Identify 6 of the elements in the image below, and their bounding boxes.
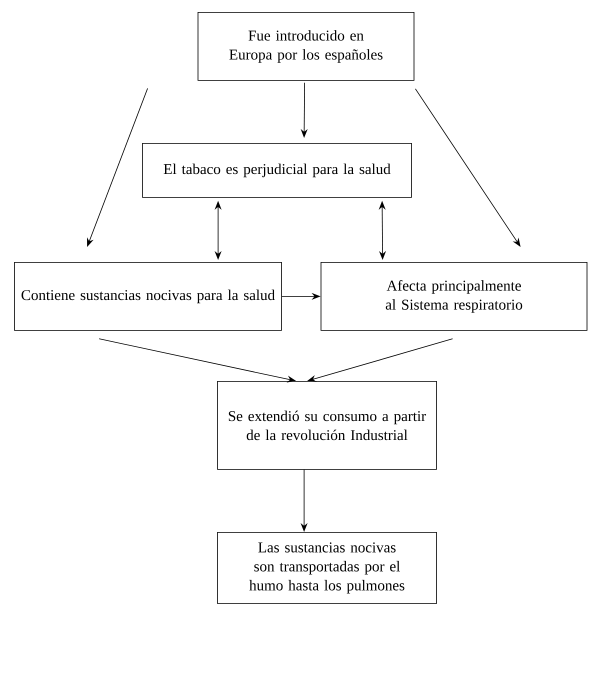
text-box: Afecta principalmente al Sistema respiratorio <box>320 262 588 331</box>
text-box: El tabaco es perjudicial para la salud <box>142 143 412 198</box>
text-box: Se extendió su consumo a partir de la revolución Industrial <box>217 381 437 470</box>
text-box: Contiene sustancias nocivas para la salud <box>14 262 282 331</box>
text-box: Las sustancias nocivas son transportadas por el humo hasta los pulmones <box>217 532 437 604</box>
text-box: Fue introducido en Europa por los españoles <box>198 12 414 81</box>
